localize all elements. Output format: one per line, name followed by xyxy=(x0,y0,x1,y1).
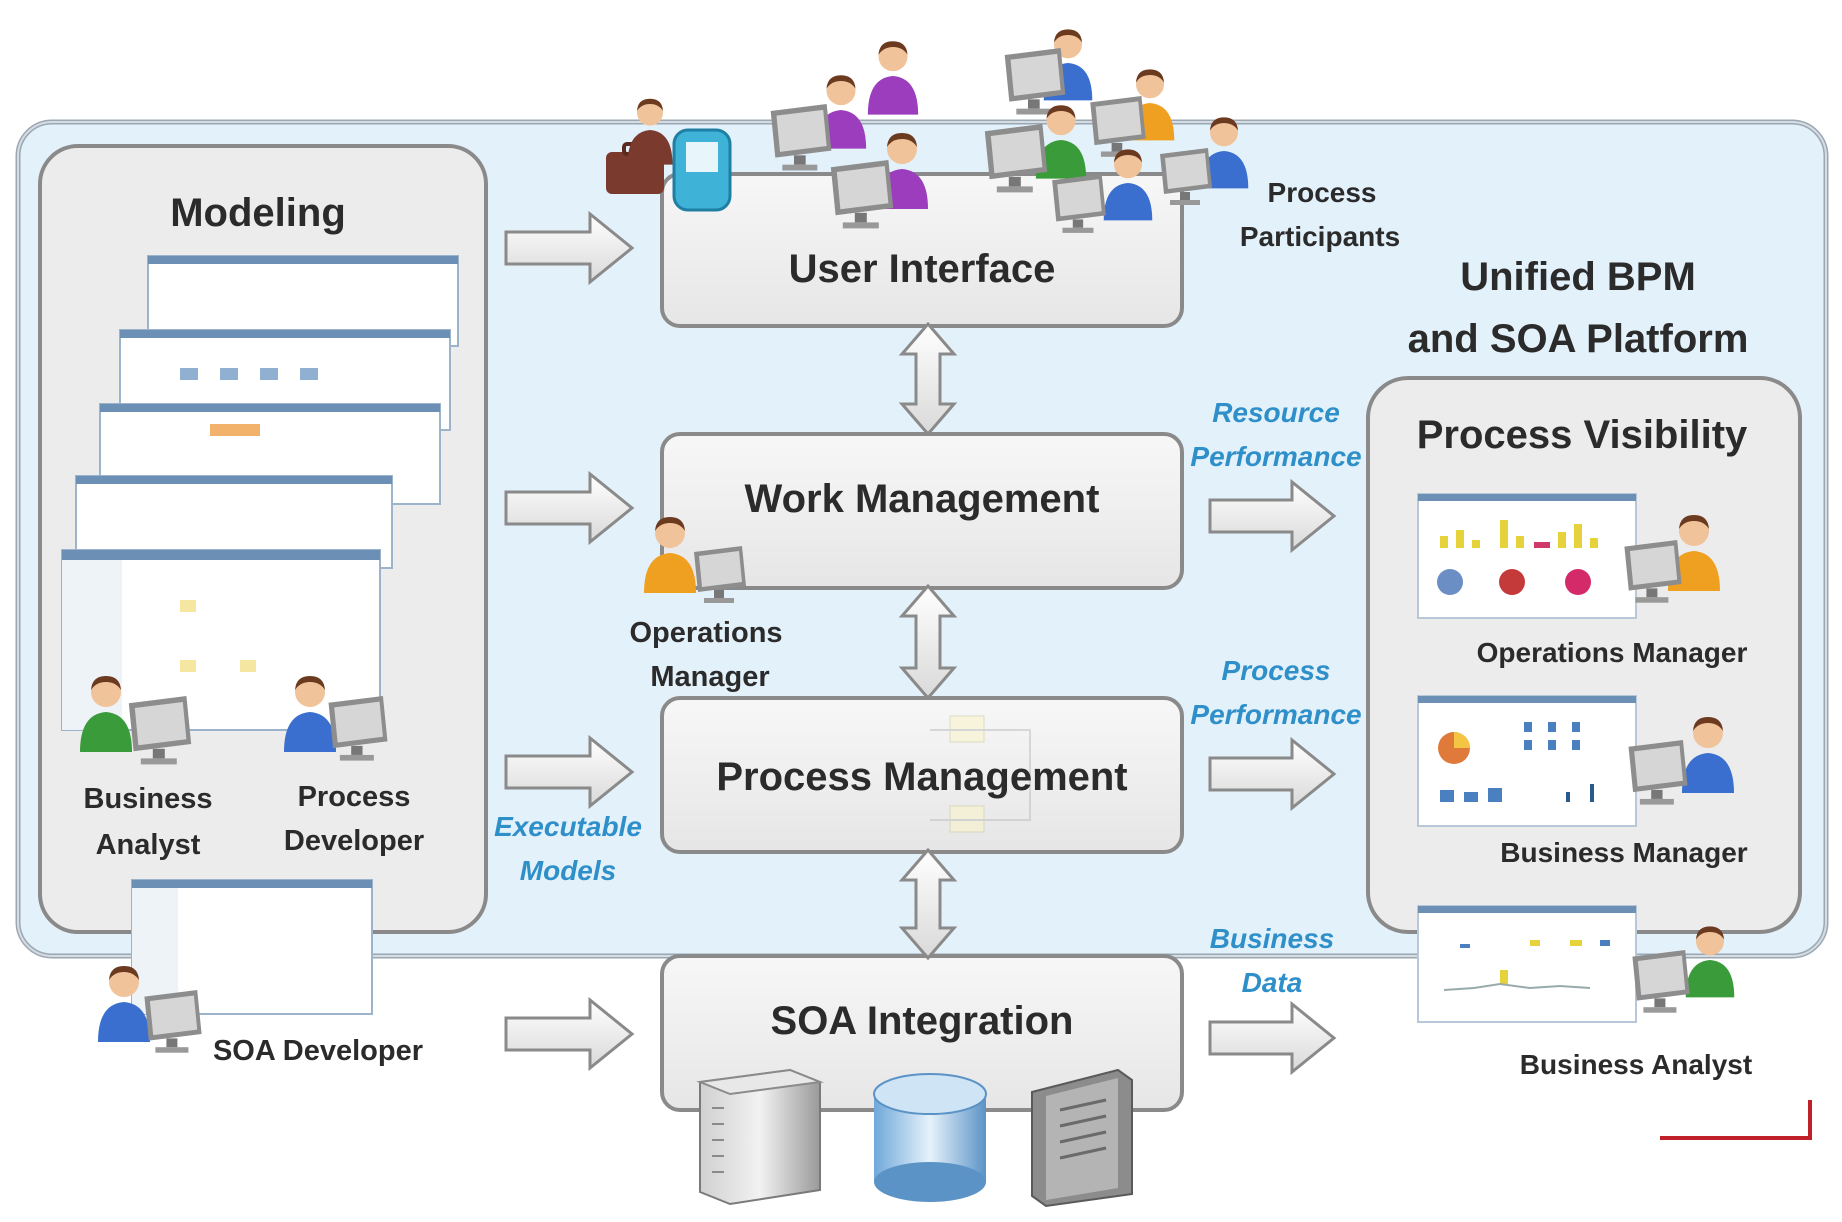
process-management-box xyxy=(660,696,1184,854)
vis-operations-manager-label: Operations Manager xyxy=(1477,637,1748,668)
process-management-label: Process Management xyxy=(716,755,1127,799)
arrow-to-process-management xyxy=(504,734,635,810)
vertical-arrows xyxy=(898,321,958,961)
ui-work-double-arrow xyxy=(898,321,958,437)
server-rack-icon xyxy=(696,1068,824,1206)
operations-dashboard xyxy=(1417,493,1720,619)
process-performance-arrow xyxy=(1208,736,1337,812)
resource-performance-label-2: Performance xyxy=(1190,441,1361,472)
work-process-double-arrow xyxy=(898,583,958,701)
operations-manager-center-label-2: Manager xyxy=(650,661,769,693)
business-data-label-1: Business xyxy=(1210,923,1335,954)
visibility-arrows xyxy=(1208,478,1337,1076)
process-participants-label-2: Participants xyxy=(1240,221,1400,252)
arrow-to-work-management xyxy=(504,470,635,546)
process-performance-label-1: Process xyxy=(1222,655,1331,686)
resource-performance-label-1: Resource xyxy=(1212,397,1340,428)
process-participants-label-1: Process xyxy=(1268,177,1377,208)
business-dashboard xyxy=(1417,695,1734,827)
process-developer-label-1: Process xyxy=(298,781,411,813)
corner-mark xyxy=(1660,1100,1812,1140)
modeling-arrows xyxy=(504,210,635,1072)
platform-title-2: and SOA Platform xyxy=(1408,317,1749,361)
user-interface-box xyxy=(660,172,1184,328)
work-management-box xyxy=(660,432,1184,590)
server-tower-icon xyxy=(1031,1068,1133,1208)
platform-title-1: Unified BPM xyxy=(1460,255,1696,299)
resource-performance-arrow xyxy=(1208,478,1337,554)
process-diagram-faint xyxy=(930,715,1031,833)
process-performance-label-2: Performance xyxy=(1190,699,1361,730)
soa-developer-label: SOA Developer xyxy=(213,1035,423,1067)
database-icon xyxy=(873,1073,987,1202)
operations-manager-center-label-1: Operations xyxy=(629,617,782,649)
executable-models-label-2: Models xyxy=(520,855,616,886)
modeling-title: Modeling xyxy=(170,191,346,235)
arrow-to-user-interface xyxy=(504,210,635,286)
business-analyst-label-2: Analyst xyxy=(96,829,201,861)
business-data-label-2: Data xyxy=(1242,967,1303,998)
process-developer-label-2: Developer xyxy=(284,825,424,857)
modeling-screenshots xyxy=(61,255,459,1015)
vis-business-analyst-label: Business Analyst xyxy=(1520,1049,1752,1080)
process-participants-cluster xyxy=(606,29,1249,233)
work-management-label: Work Management xyxy=(745,477,1100,521)
process-visibility-title: Process Visibility xyxy=(1417,413,1748,457)
process-soa-double-arrow xyxy=(898,847,958,961)
vis-business-manager-label: Business Manager xyxy=(1500,837,1748,868)
analyst-dashboard xyxy=(1417,905,1735,1023)
arrow-to-soa-integration xyxy=(504,996,635,1072)
executable-models-label-1: Executable xyxy=(494,811,642,842)
business-data-arrow xyxy=(1208,1000,1337,1076)
business-analyst-label-1: Business xyxy=(84,783,213,815)
user-interface-label: User Interface xyxy=(789,247,1056,291)
soa-integration-label: SOA Integration xyxy=(771,999,1074,1043)
